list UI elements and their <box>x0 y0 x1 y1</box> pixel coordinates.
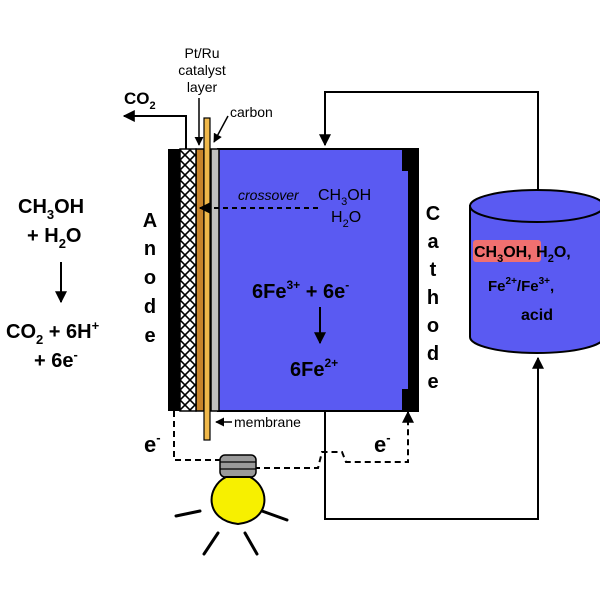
co2-exhaust-arrow <box>122 110 187 149</box>
light-rays <box>174 509 289 556</box>
catalyst-label-line: layer <box>187 79 218 95</box>
tank-line-2: Fe2+/Fe3+, <box>488 276 554 295</box>
cathode-letter: o <box>427 315 439 337</box>
cathode-letter: h <box>427 287 439 309</box>
fluid-return-line <box>319 91 539 206</box>
cathode-letter: d <box>427 343 439 365</box>
cathode-reaction-product: 6Fe2+ <box>290 356 338 381</box>
fuel-tank <box>469 189 600 354</box>
circuit-right-wire <box>254 410 414 469</box>
anode-reaction-methanol: CH3OH <box>18 196 84 222</box>
crossover-water: H2O <box>331 209 361 230</box>
cathode-fluid-chamber <box>217 148 419 412</box>
light-bulb-icon <box>210 454 266 526</box>
anode-label: A n o d e <box>143 210 157 347</box>
catalyst-layer <box>195 148 205 412</box>
anode-electrode-plate <box>168 149 180 411</box>
tank-line-1: CH3OH, H2O, <box>474 244 571 265</box>
anode-letter: A <box>143 210 157 232</box>
cathode-letter: a <box>427 231 439 253</box>
circuit-left-wire <box>173 411 222 461</box>
fluid-feed-line <box>324 356 544 520</box>
anode-letter: o <box>144 267 156 289</box>
anode-letter: e <box>144 325 155 347</box>
crossover-label: crossover <box>238 187 300 203</box>
methanol-highlight <box>473 240 541 262</box>
anode-letter: n <box>144 238 156 260</box>
tank-contents: CH3OH, H2O, Fe2+/Fe3+, acid <box>473 240 571 324</box>
electron-label-left: e- <box>144 430 161 457</box>
membrane-label: membrane <box>234 414 301 430</box>
electron-label-right: e- <box>374 430 391 457</box>
tank-line-3: acid <box>521 307 553 324</box>
catalyst-label-line: catalyst <box>178 62 226 78</box>
cathode-letter: e <box>427 371 438 393</box>
cathode-electrode <box>402 149 418 411</box>
anode-reaction-water: + H2O <box>27 225 81 251</box>
catalyst-label: Pt/Ru catalyst layer <box>178 45 226 95</box>
co2-label: CO2 <box>124 89 156 112</box>
anode-mesh <box>179 148 197 412</box>
cathode-letter: C <box>426 203 440 225</box>
cathode-label: C a t h o d e <box>426 203 440 393</box>
anode-reaction-products: CO2 + 6H+ <box>6 318 100 347</box>
carbon-label: carbon <box>230 104 273 120</box>
anode-reaction-electrons: + 6e- <box>34 347 78 372</box>
anode-letter: d <box>144 296 156 318</box>
cathode-letter: t <box>430 259 437 281</box>
membrane-layer <box>210 148 220 412</box>
crossover-methanol: CH3OH <box>318 187 371 208</box>
carbon-rod <box>203 117 211 441</box>
cathode-reaction-reactants: 6Fe3+ + 6e- <box>252 278 349 303</box>
carbon-pointer <box>213 115 229 143</box>
catalyst-label-line: Pt/Ru <box>184 45 219 61</box>
